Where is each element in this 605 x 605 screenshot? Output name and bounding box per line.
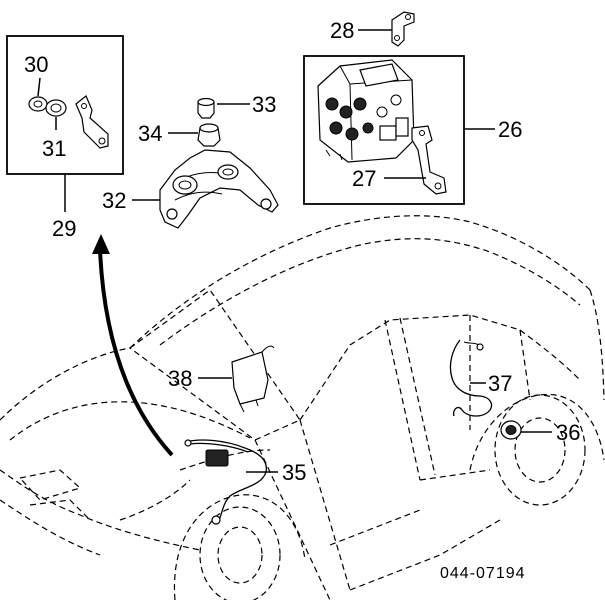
bushing-part-30: [28, 96, 48, 112]
callout-28: 28: [330, 18, 354, 43]
inset-box-29: [6, 35, 124, 175]
collar-part-31: [45, 99, 67, 117]
bracket-part: [75, 95, 109, 149]
ecu-part-38: [198, 345, 275, 413]
diagram-reference-code: 044-07194: [440, 565, 526, 582]
callout-31: 31: [42, 136, 66, 161]
car-body-outline: [0, 215, 605, 604]
bracket-part-27: [384, 125, 447, 195]
location-arrow: [92, 234, 174, 457]
callout-30: 30: [24, 52, 48, 77]
bracket-part-32: [132, 149, 279, 229]
callout-34: 34: [138, 121, 162, 146]
callout-26: 26: [498, 117, 522, 142]
speed-sensor-part-35: [184, 439, 278, 525]
speed-sensor-part-37: [449, 339, 493, 417]
inset-box-26: [303, 55, 465, 205]
callout-38: 38: [168, 366, 192, 391]
callout-29: 29: [52, 216, 76, 241]
callout-36: 36: [556, 420, 580, 445]
callout-32: 32: [102, 188, 126, 213]
cushion-part-34: [168, 123, 221, 147]
callout-37: 37: [488, 371, 512, 396]
sensor-rotor-part-36: [500, 420, 552, 440]
callout-33: 33: [252, 92, 276, 117]
cushion-part-33: [197, 97, 250, 119]
callout-35: 35: [282, 460, 306, 485]
abs-actuator-part: [317, 59, 415, 163]
callout-27: 27: [352, 166, 376, 191]
bracket-part-28: [358, 11, 415, 47]
callout-labels: 30 31 29 33 34 32 28 26 27 38 37 36 35 0…: [24, 18, 580, 582]
